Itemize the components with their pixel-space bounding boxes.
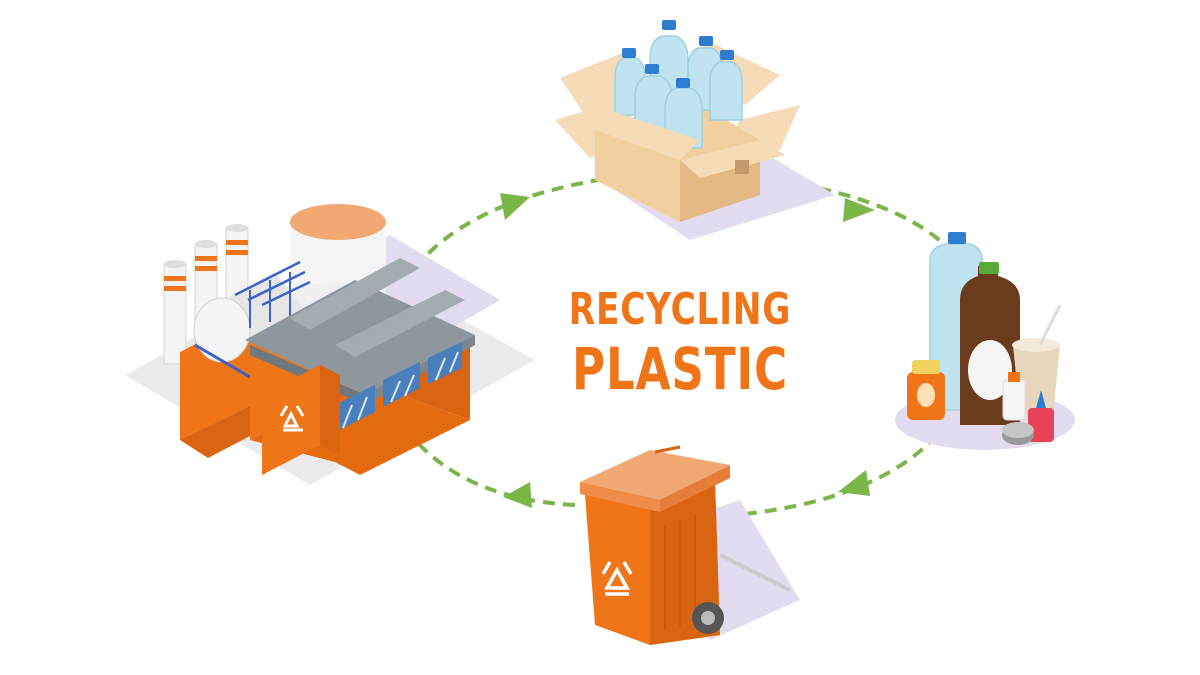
collected-plastic-bottles-box-icon bbox=[555, 20, 835, 240]
arrow-head-3 bbox=[838, 470, 870, 496]
arrow-head-2 bbox=[843, 198, 875, 222]
diagram-title-line-1: RECYCLING bbox=[568, 284, 792, 335]
arrow-bin-to-factory bbox=[413, 438, 576, 507]
recycling-factory-icon bbox=[125, 204, 535, 485]
recycling-bin-icon bbox=[580, 445, 800, 645]
factory-recycle-icon bbox=[279, 405, 305, 432]
arrow-head-1 bbox=[500, 193, 530, 220]
bin-recycle-icon bbox=[601, 561, 633, 596]
plastic-products-icon bbox=[895, 232, 1075, 450]
diagram-title-line-2: PLASTIC bbox=[572, 335, 788, 403]
arrow-factory-to-box bbox=[413, 176, 611, 270]
arrow-head-4 bbox=[503, 482, 532, 508]
